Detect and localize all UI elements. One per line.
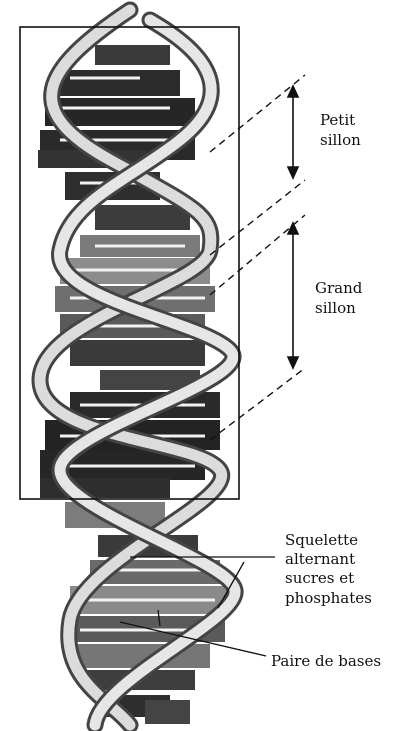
backbone-label-line1: Squelette xyxy=(285,530,358,550)
base-pair-block xyxy=(95,45,170,65)
base-pair-block xyxy=(55,70,180,96)
backbone-label-line3: sucres et xyxy=(285,568,354,588)
base-pair-block xyxy=(95,205,190,230)
base-pair-block xyxy=(70,340,205,366)
guide-line-1 xyxy=(210,75,305,152)
groove-arrows xyxy=(288,86,298,368)
minor-groove-label-line1: Petit xyxy=(320,110,355,130)
base-pair-block xyxy=(145,700,190,724)
backbone-label-line4: phosphates xyxy=(285,588,372,608)
groove-guide-lines xyxy=(210,75,305,440)
base-pair-label: Paire de bases xyxy=(271,651,381,671)
major-groove-label-line2: sillon xyxy=(315,298,356,318)
minor-groove-label-line2: sillon xyxy=(320,130,361,150)
major-groove-label-line1: Grand xyxy=(315,278,362,298)
backbone-label-line2: alternant xyxy=(285,549,355,569)
guide-line-2 xyxy=(210,180,305,255)
